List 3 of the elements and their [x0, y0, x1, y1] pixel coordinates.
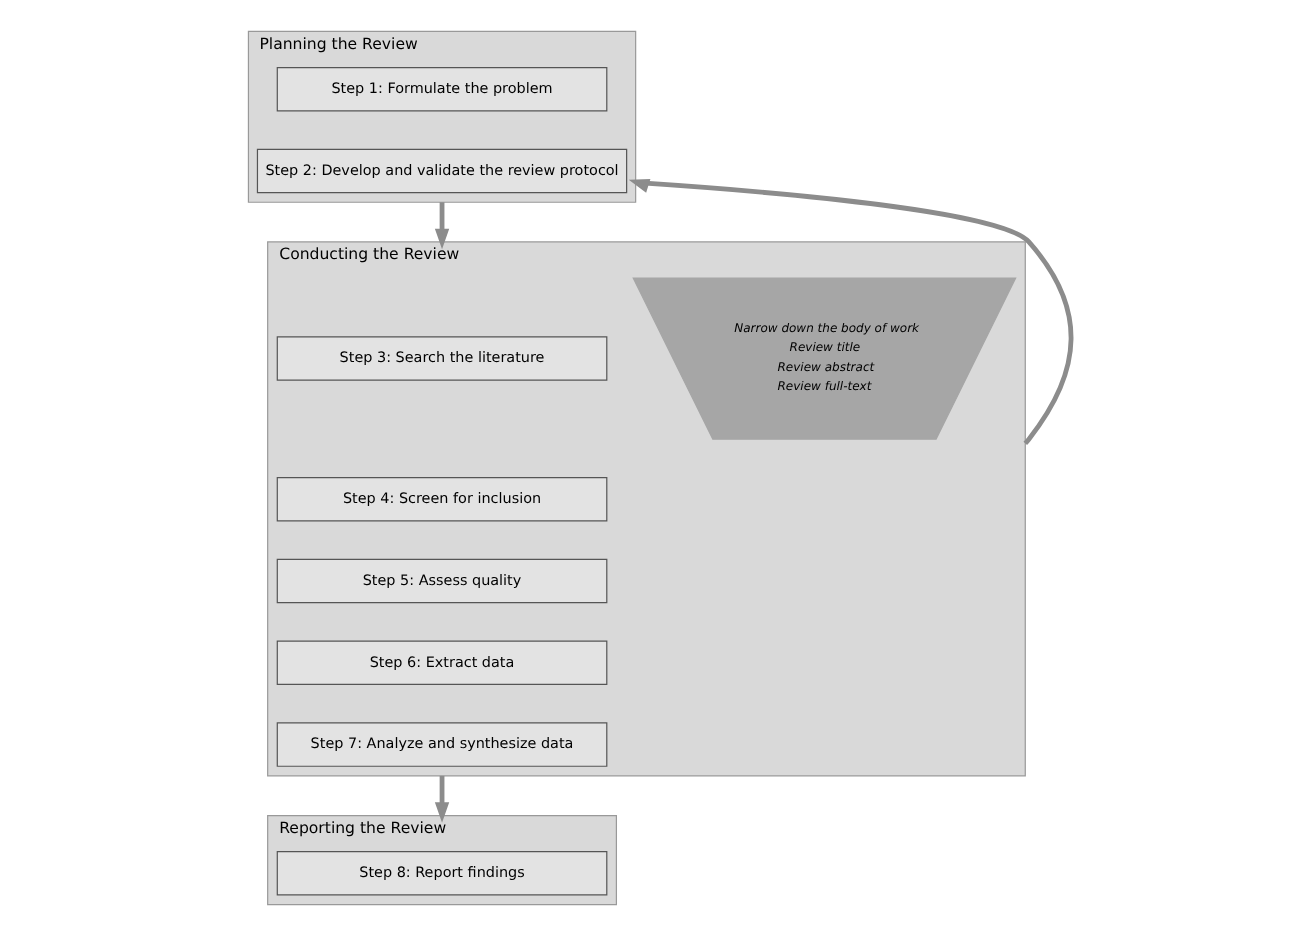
arrow	[434, 202, 450, 250]
arrow	[628, 179, 1074, 445]
arrow	[434, 775, 450, 823]
